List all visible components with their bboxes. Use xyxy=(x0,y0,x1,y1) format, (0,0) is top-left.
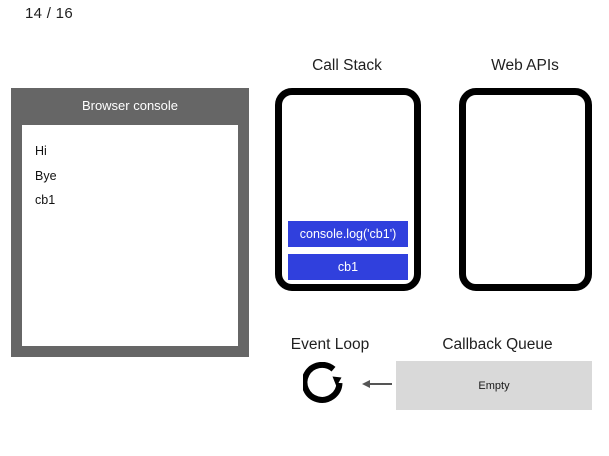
slide-counter: 14 / 16 xyxy=(25,5,73,22)
call-stack-title: Call Stack xyxy=(312,57,382,74)
event-loop-title: Event Loop xyxy=(290,336,370,353)
call-stack-frame: cb1 xyxy=(288,254,408,280)
left-arrow-icon xyxy=(362,377,392,391)
browser-console-output: Hi Bye cb1 xyxy=(22,125,238,346)
circular-arrow-icon xyxy=(301,361,349,408)
callback-queue-box: Empty xyxy=(396,361,592,410)
browser-console-title: Browser console xyxy=(81,98,179,113)
console-line: cb1 xyxy=(35,193,56,207)
callback-queue-title: Callback Queue xyxy=(442,336,553,353)
browser-console-panel: Browser console Hi Bye cb1 xyxy=(11,88,249,357)
web-apis-title: Web APIs xyxy=(491,57,559,74)
call-stack-box: console.log('cb1') cb1 xyxy=(275,88,421,291)
console-line: Bye xyxy=(35,168,57,183)
call-stack-frame-list: console.log('cb1') cb1 xyxy=(282,214,414,280)
console-line: Hi xyxy=(35,144,47,158)
web-apis-box xyxy=(459,88,592,291)
callback-queue-status: Empty xyxy=(478,379,510,392)
call-stack-frame: console.log('cb1') xyxy=(288,221,408,247)
